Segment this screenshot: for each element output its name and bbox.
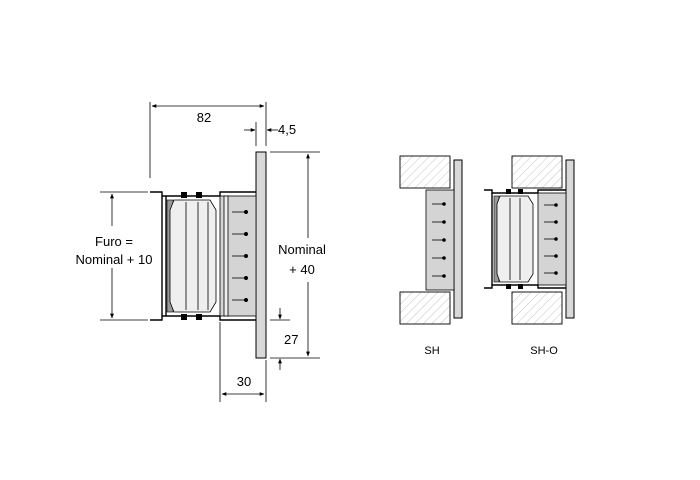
clip-bottom-left	[181, 314, 187, 320]
clip-bottom-right	[196, 314, 202, 320]
furo-label-line2: Nominal + 10	[76, 252, 153, 267]
dim-27-label: 27	[284, 332, 298, 347]
sh-wall-bottom	[399, 291, 451, 325]
dim-82-label: 82	[197, 110, 211, 125]
sho-wall-bottom	[511, 291, 563, 325]
sho-housing-top	[484, 189, 566, 194]
furo-label-line1: Furo =	[95, 234, 133, 249]
clip-top-right	[196, 192, 202, 198]
sho-label: SH-O	[530, 345, 558, 357]
sho-clip-1	[506, 189, 511, 194]
sho-clip-4	[518, 284, 523, 289]
dim-30-label: 30	[237, 374, 251, 389]
clip-top-left	[181, 192, 187, 198]
dimension-lines	[100, 102, 320, 402]
dimension-labels: 82 4,5 Furo = Nominal + 10 Nominal + 40 …	[76, 110, 326, 389]
sho-housing-bottom	[484, 284, 566, 289]
contact-pins	[232, 210, 248, 302]
sh-contact-pins	[432, 202, 446, 278]
housing-bottom-edge	[150, 315, 256, 321]
sho-wall-top	[511, 155, 563, 189]
sh-label: SH	[424, 345, 439, 357]
sho-front-plate	[565, 159, 575, 319]
dim-4-5-label: 4,5	[278, 122, 296, 137]
variant-sh: SH	[399, 155, 463, 357]
nominal-label-line2: + 40	[289, 262, 315, 277]
sho-clip-3	[506, 284, 511, 289]
nominal-label-line1: Nominal	[278, 242, 326, 257]
sho-rotor-body	[496, 195, 534, 283]
rotor-body	[169, 199, 217, 313]
housing-top-edge	[150, 191, 256, 197]
front-plate	[255, 151, 267, 359]
variant-sh-o: SH-O	[484, 155, 575, 357]
sh-wall-top	[399, 155, 451, 189]
sh-front-plate	[453, 159, 463, 319]
contact-panel-strip	[223, 195, 229, 317]
sho-contact-pins	[544, 203, 558, 275]
sho-clip-2	[518, 189, 523, 194]
main-section-view	[150, 151, 267, 359]
